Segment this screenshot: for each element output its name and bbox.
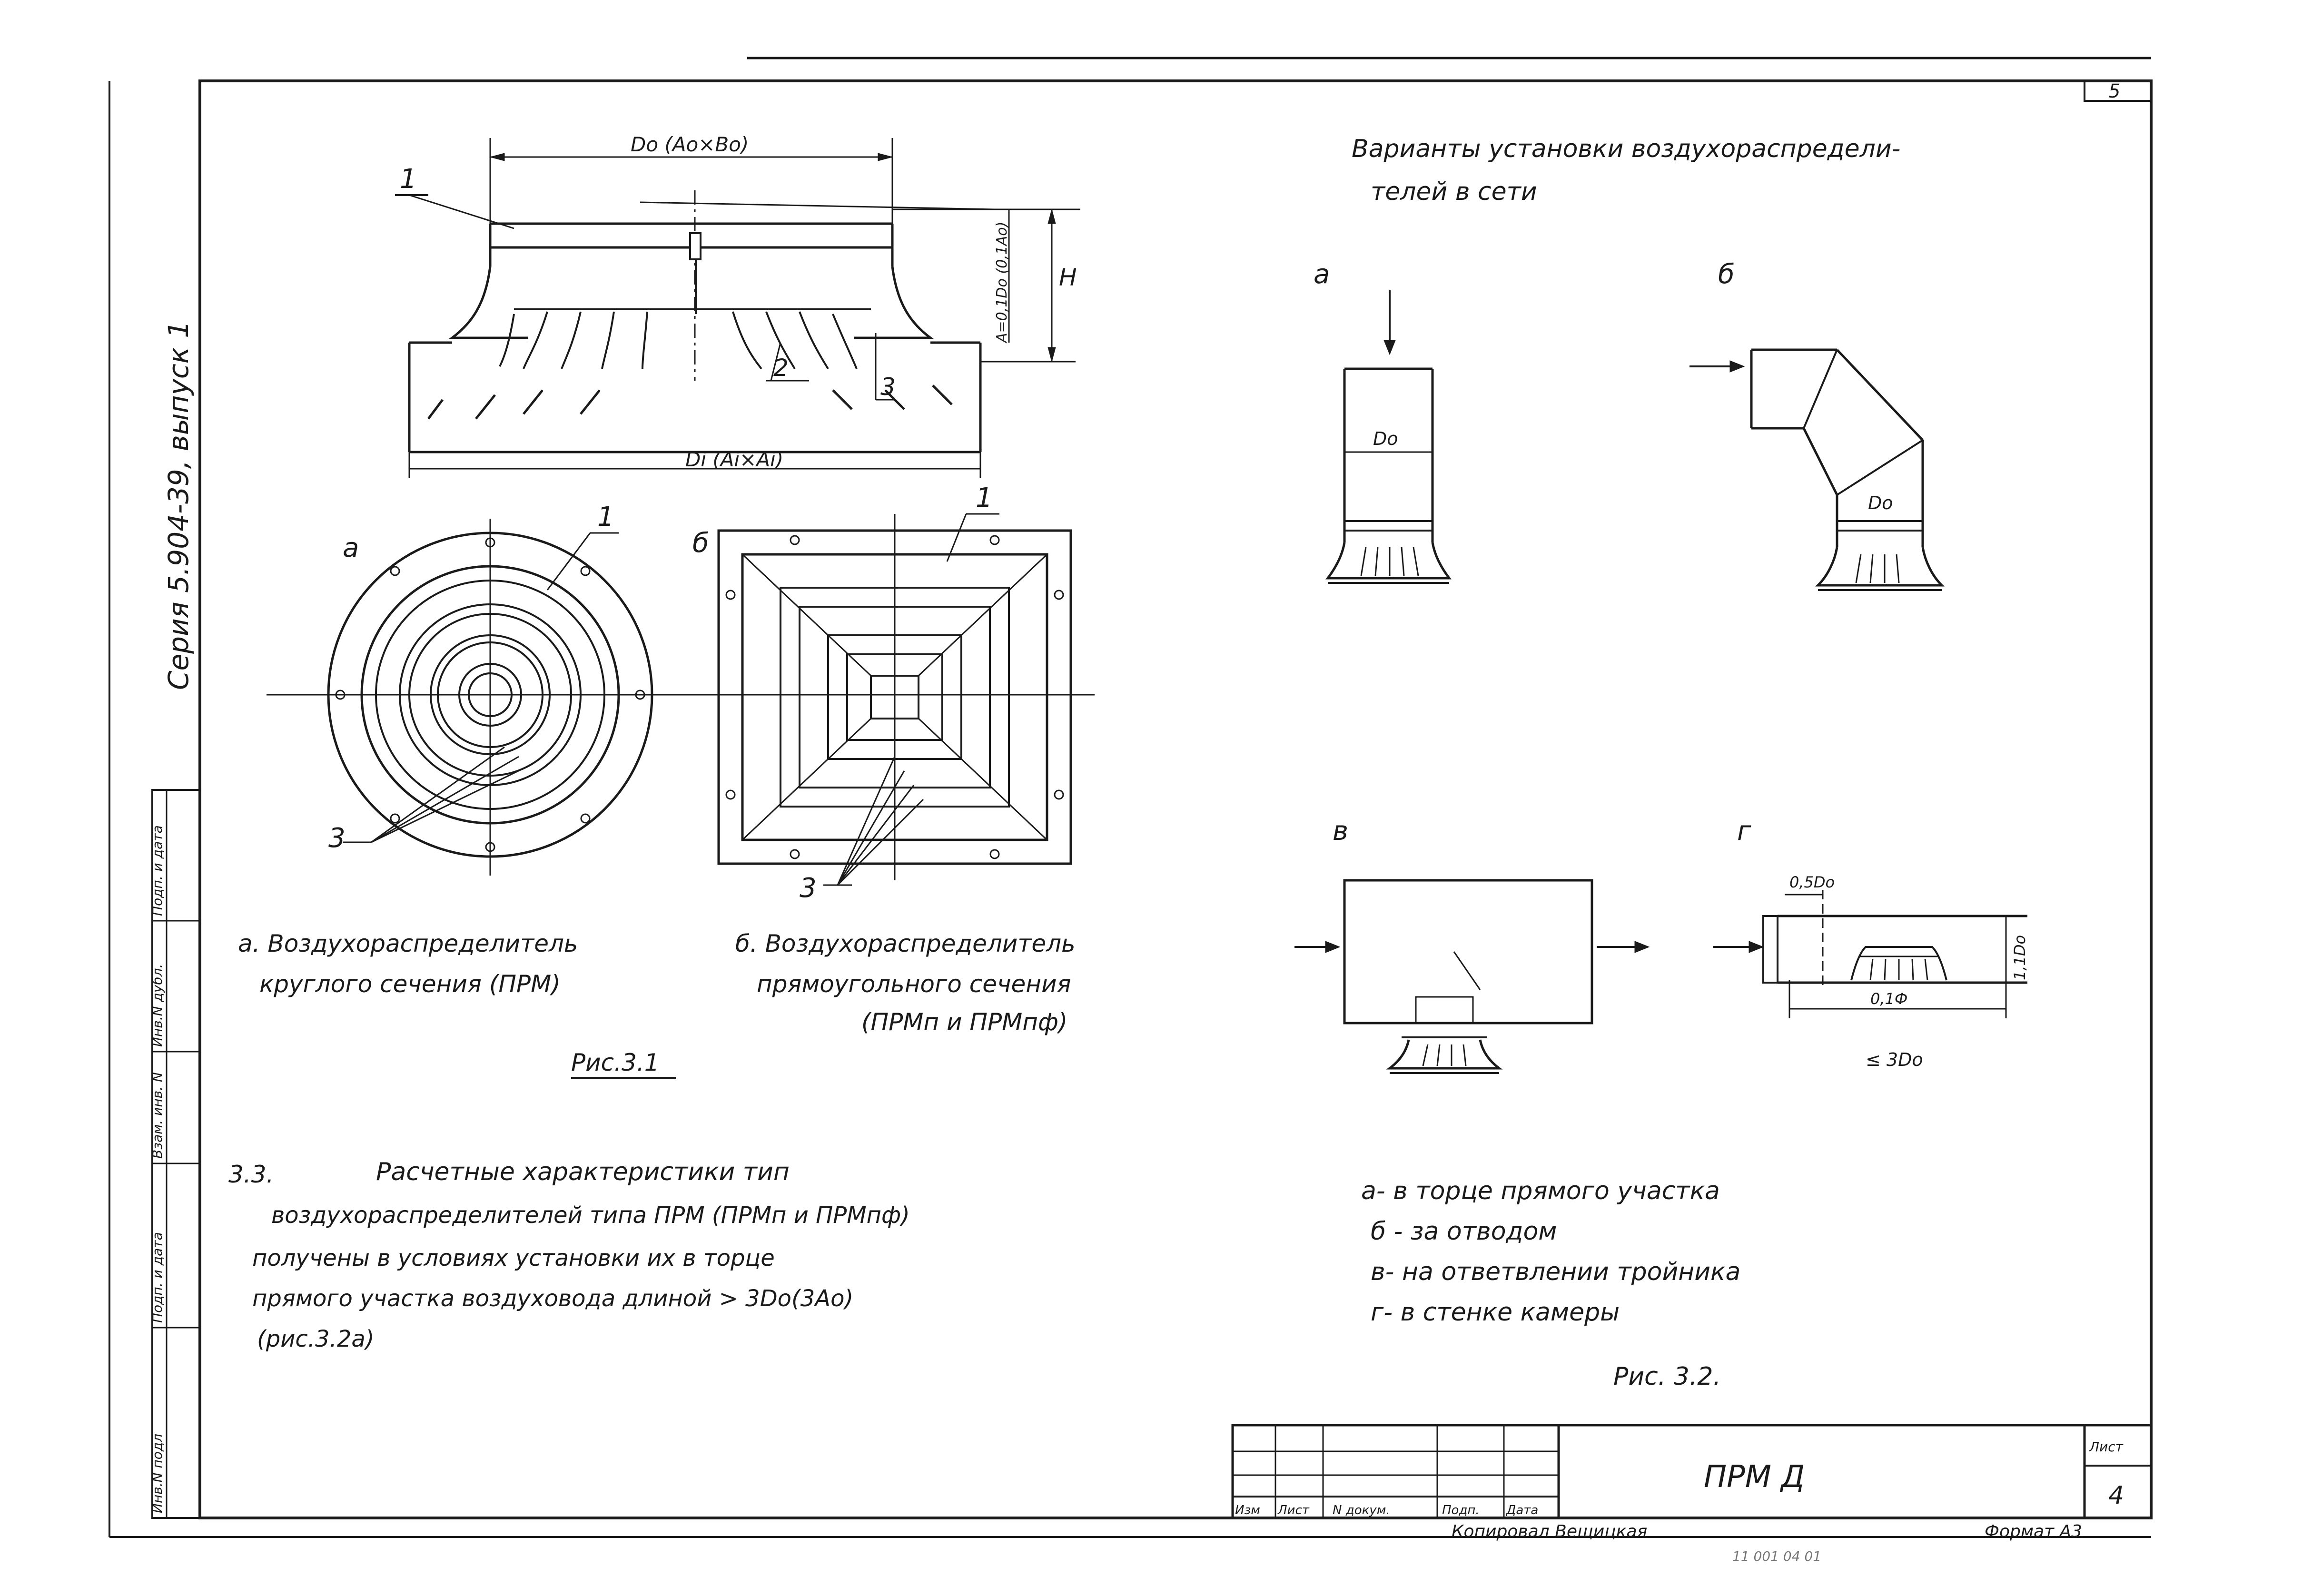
fig32-variant-b <box>1689 348 1945 591</box>
title-block <box>1231 1424 2153 1519</box>
fig31-view-b-callout-1: 1 <box>976 483 993 513</box>
fig32-variant-g <box>1713 890 2027 1018</box>
fig32-legend-a: а- в торце прямого участка <box>1361 1177 1720 1205</box>
fig31-view-a-callout-3: 3 <box>328 823 346 854</box>
tb-header-izm: Изм <box>1235 1503 1260 1517</box>
fig31-label: Рис.3.1 <box>571 1049 660 1076</box>
fig31-view-b-letter: б <box>692 528 709 559</box>
tb-title: ПРМ Д <box>1704 1459 1805 1495</box>
fig32-variant-a <box>1325 290 1452 584</box>
section33-line-3: получены в условиях установки их в торце <box>252 1245 775 1271</box>
sheet-frame <box>109 57 2153 1538</box>
fig32-label-do-a: Do <box>1373 428 1398 449</box>
fig31-section-view <box>395 138 1080 478</box>
fig32-variant-v <box>1294 879 1650 1074</box>
fig31-dim-a: A=0,1Do (0,1Ao) <box>994 222 1010 344</box>
bottom-number: 11 001 04 01 <box>1732 1548 1821 1564</box>
tb-sheet-label: Лист <box>2089 1439 2124 1455</box>
fig31-dim-h: H <box>1059 264 1077 291</box>
fig32-label-05do: 0,5Do <box>1789 873 1835 891</box>
tb-header-podp: Подп. <box>1442 1503 1480 1517</box>
section33-line-5: (рис.3.2а) <box>257 1326 375 1352</box>
tb-header-ndok: N докум. <box>1333 1503 1390 1517</box>
fig32-letter-a: а <box>1314 259 1330 290</box>
fig31-callout-2: 2 <box>773 354 789 382</box>
section33-line-2: воздухораспределителей типа ПРМ (ПРМп и … <box>271 1202 910 1229</box>
fig32-letter-v: в <box>1333 816 1348 847</box>
page-number: 5 <box>2108 80 2120 102</box>
series-stamp: Серия 5.904-39, выпуск 1 <box>162 321 195 690</box>
stamp-inv-podl: Инв.N подл <box>149 1434 165 1513</box>
stamp-podp-data-2: Подп. и дата <box>149 825 165 916</box>
fig31-caption-a-line1: а. Воздухораспределитель <box>238 930 578 957</box>
fig31-round-view <box>267 519 709 876</box>
fig32-letter-b: б <box>1718 259 1735 290</box>
fig32-heading-line2: телей в сети <box>1371 177 1537 206</box>
tb-sheet-number: 4 <box>2108 1481 2124 1510</box>
fig31-callout-1: 1 <box>400 164 417 195</box>
fig31-square-view <box>700 513 1095 886</box>
fig31-dim-bottom: Di (Ai×Ai) <box>685 448 783 471</box>
tb-header-data: Дата <box>1506 1503 1538 1517</box>
fig31-caption-a-line2: круглого сечения (ПРМ) <box>259 970 561 998</box>
fig32-letter-g: г <box>1737 816 1751 847</box>
fig31-view-a-letter: а <box>343 532 359 563</box>
left-margin-stamp <box>151 789 201 1519</box>
section33-line-4: прямого участка воздуховода длиной > 3Do… <box>252 1285 853 1312</box>
stamp-vzam-inv: Взам. инв. N <box>149 1072 165 1159</box>
fig31-view-b-callout-3: 3 <box>800 873 817 904</box>
fig31-dim-top: Do (Ao×Bo) <box>631 133 749 156</box>
section33-line-1: Расчетные характеристики тип <box>376 1158 790 1186</box>
fig31-view-a-callout-1: 1 <box>597 502 614 532</box>
fig32-label-len: 0,1Ф <box>1870 990 1907 1008</box>
format-label: Формат А3 <box>1985 1522 2082 1541</box>
fig31-caption-b-line3: (ПРМп и ПРМпф) <box>861 1008 1067 1036</box>
fig31-caption-b-line1: б. Воздухораспределитель <box>735 930 1076 957</box>
fig32-label-3do: ≤ 3Do <box>1866 1049 1923 1070</box>
fig31-callout-3: 3 <box>880 373 896 401</box>
fig32-label-do-b: Do <box>1868 493 1893 513</box>
fig32-legend-b: б - за отводом <box>1371 1217 1557 1246</box>
stamp-podp-data-1: Подп. и дата <box>149 1232 165 1323</box>
copied-by: Копировал Вещицкая <box>1452 1522 1647 1541</box>
fig32-heading-line1: Варианты установки воздухораспредели- <box>1352 135 1900 163</box>
fig32-legend-g: г- в стенке камеры <box>1371 1298 1620 1327</box>
stamp-inv-dubl: Инв.N дубл. <box>149 964 165 1047</box>
fig32-legend-v: в- на ответвлении тройника <box>1371 1258 1740 1286</box>
fig31-caption-b-line2: прямоугольного сечения <box>757 970 1071 998</box>
section33-number: 3.3. <box>228 1161 274 1188</box>
fig32-label: Рис. 3.2. <box>1613 1362 1721 1391</box>
tb-header-list: Лист <box>1277 1503 1310 1517</box>
fig32-label-11do: 1,1Do <box>2011 935 2029 980</box>
